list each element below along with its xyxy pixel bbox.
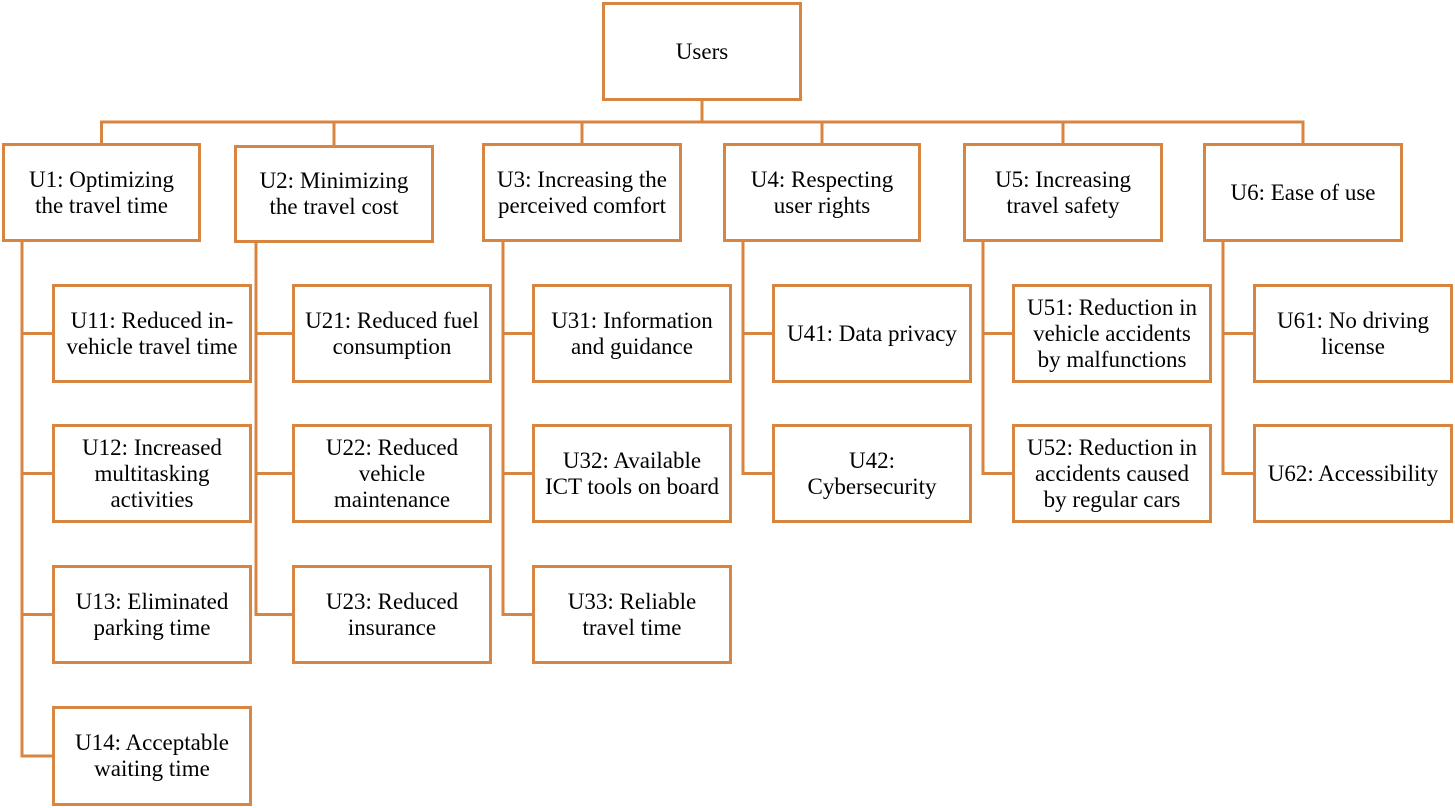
subcategory-node-u61: U61: No driving license <box>1253 284 1453 383</box>
category-node-u4: U4: Respecting user rights <box>723 143 921 242</box>
subcategory-node-u33: U33: Reliable travel time <box>532 565 732 664</box>
subcategory-node-u12: U12: Increased multitasking activities <box>52 424 252 523</box>
subcategory-node-u52: U52: Reduction in accidents caused by re… <box>1012 424 1212 523</box>
subcategory-node-u11: U11: Reduced in- vehicle travel time <box>52 284 252 383</box>
subcategory-node-u22: U22: Reduced vehicle maintenance <box>292 424 492 523</box>
subcategory-node-u41: U41: Data privacy <box>772 284 972 383</box>
subcategory-node-u14: U14: Acceptable waiting time <box>52 706 252 806</box>
subcategory-node-u42: U42: Cybersecurity <box>772 424 972 523</box>
subcategory-node-u62: U62: Accessibility <box>1253 424 1453 523</box>
category-node-u3: U3: Increasing the perceived comfort <box>482 143 682 242</box>
subcategory-node-u23: U23: Reduced insurance <box>292 565 492 664</box>
subcategory-node-u31: U31: Information and guidance <box>532 284 732 383</box>
subcategory-node-u21: U21: Reduced fuel consumption <box>292 284 492 383</box>
category-node-u5: U5: Increasing travel safety <box>963 143 1163 242</box>
subcategory-node-u51: U51: Reduction in vehicle accidents by m… <box>1012 284 1212 383</box>
category-node-u1: U1: Optimizing the travel time <box>2 143 201 242</box>
subcategory-node-u13: U13: Eliminated parking time <box>52 565 252 664</box>
category-node-u2: U2: Minimizing the travel cost <box>234 145 434 243</box>
category-node-u6: U6: Ease of use <box>1203 143 1403 242</box>
root-node-users: Users <box>602 2 802 101</box>
subcategory-node-u32: U32: Available ICT tools on board <box>532 424 732 523</box>
